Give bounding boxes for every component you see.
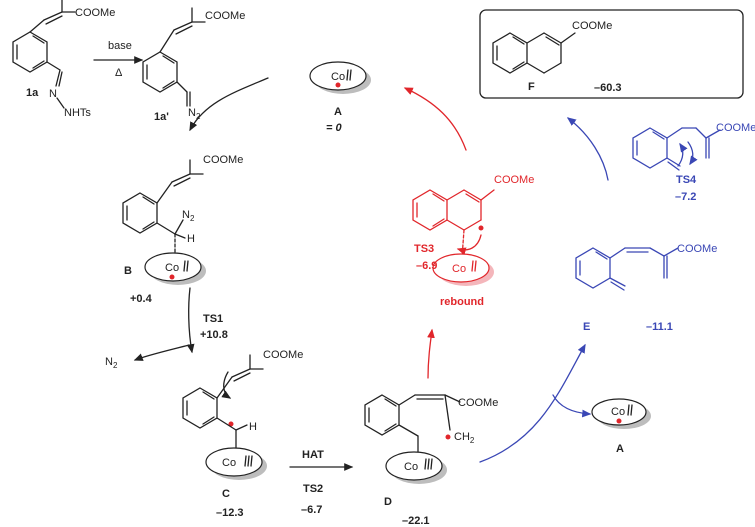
C-label: C: [222, 488, 230, 500]
radical-dot: [445, 434, 451, 440]
radical-dot: [616, 418, 622, 424]
A-energy: = 0: [326, 122, 342, 134]
intermediate-E: COOMe E –11.1: [575, 243, 717, 333]
ester-label: COOMe: [203, 154, 243, 166]
radical-dot: [478, 225, 484, 231]
catalyst-A-top: Co A = 0: [309, 61, 371, 134]
catalyst-A-bottom: Co A: [591, 398, 651, 455]
arrow-TS3-to-A: [403, 87, 467, 151]
arrow-TS1: TS1 +10.8 N2: [105, 287, 228, 370]
D-label: D: [384, 496, 392, 508]
transition-state-TS3: COOMe Co TS3 –6.9 rebound: [412, 174, 534, 308]
TS2-energy: –6.7: [301, 504, 322, 516]
TS4-energy: –7.2: [675, 191, 696, 203]
radical-dot: [335, 82, 341, 88]
TS4-label: TS4: [676, 174, 697, 186]
TS1-energy: +10.8: [200, 329, 228, 341]
rebound-label: rebound: [440, 296, 484, 308]
transition-state-TS4: COOMe TS4 –7.2: [632, 122, 755, 203]
TS3-energy: –6.9: [416, 260, 437, 272]
intermediate-B: COOMe N2 H Co B +0.4: [122, 154, 243, 305]
F-label: F: [528, 81, 535, 93]
E-energy: –11.1: [646, 321, 673, 333]
arrow-base: base Δ: [93, 40, 144, 79]
ester-label: COOMe: [205, 10, 245, 22]
cobalt-label: Co: [331, 71, 345, 83]
ester-label: COOMe: [677, 243, 717, 255]
TS1-label: TS1: [203, 313, 223, 325]
ester-label: COOMe: [458, 397, 498, 409]
hydrogen-label: H: [187, 233, 195, 245]
n2-label: N2: [182, 209, 195, 223]
HAT-label: HAT: [302, 449, 324, 461]
arrow-D-to-E: [479, 343, 586, 463]
intermediate-D: COOMe CH2 Co D –22.1: [364, 394, 498, 527]
compound-1a-prime: COOMe N2 1a': [142, 7, 245, 123]
B-energy: +0.4: [130, 293, 153, 305]
F-energy: –60.3: [594, 82, 622, 94]
C-energy: –12.3: [216, 507, 244, 519]
ch2-label: CH2: [454, 431, 475, 445]
radical-dot: [228, 421, 234, 427]
n2-label: N2: [188, 107, 201, 121]
ester-label: COOMe: [716, 122, 755, 134]
arrow-E-to-F: [566, 117, 609, 181]
nitrogen-label: N: [49, 88, 57, 100]
hydrogen-label: H: [249, 421, 257, 433]
n2-released: N2: [105, 356, 118, 370]
arrow-release-A: [552, 394, 592, 418]
ester-label: COOMe: [494, 174, 534, 186]
arrow-HAT: HAT TS2 –6.7: [289, 449, 354, 516]
ester-label: COOMe: [572, 20, 612, 32]
arrow-D-to-TS3: [427, 328, 435, 379]
cobalt-label: Co: [404, 461, 418, 473]
intermediate-C: COOMe H Co C –12.3: [182, 349, 303, 519]
compound-1a-label: 1a: [26, 87, 39, 99]
TS3-label: TS3: [414, 243, 434, 255]
compound-1a-prime-label: 1a': [154, 111, 169, 123]
base-label: base: [108, 40, 132, 52]
nhts-label: NHTs: [64, 107, 91, 119]
compound-1a: COOMe N NHTs 1a: [12, 0, 115, 119]
cobalt-label: Co: [611, 406, 625, 418]
delta-label: Δ: [115, 67, 123, 79]
product-F-box: COOMe F –60.3: [479, 9, 744, 99]
ester-label: COOMe: [75, 7, 115, 19]
TS2-label: TS2: [303, 483, 323, 495]
cobalt-label: Co: [452, 263, 466, 275]
arrow-to-B: [189, 77, 269, 132]
A-label: A: [616, 443, 624, 455]
ester-label: COOMe: [263, 349, 303, 361]
cobalt-label: Co: [165, 262, 179, 274]
E-label: E: [583, 321, 590, 333]
radical-dot: [169, 274, 175, 280]
D-energy: –22.1: [402, 515, 430, 527]
B-label: B: [124, 265, 132, 277]
cobalt-label: Co: [222, 457, 236, 469]
A-label: A: [334, 106, 342, 118]
